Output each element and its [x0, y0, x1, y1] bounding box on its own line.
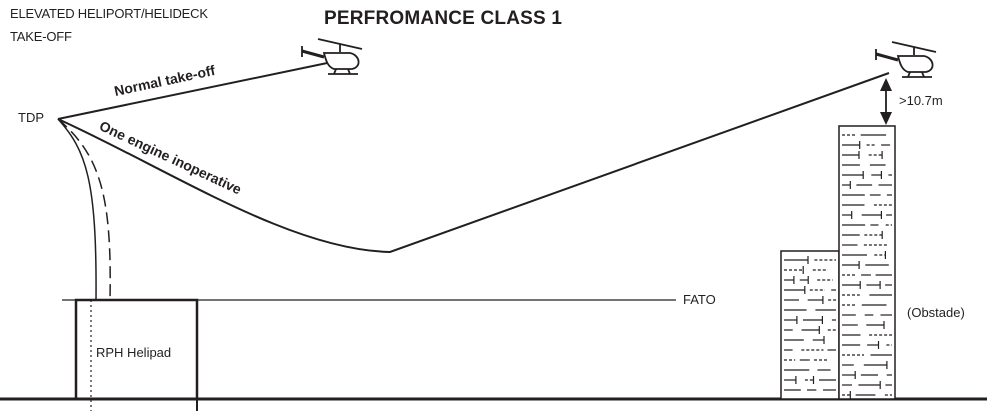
normal-takeoff-path: [57, 61, 333, 120]
obstacle-building: [780, 125, 896, 400]
oei-flight-path: [57, 72, 890, 254]
header-line1: ELEVATED HELIPORT/HELIDECK: [10, 6, 208, 21]
clearance-label: >10.7m: [899, 93, 943, 108]
tdp-label: TDP: [18, 110, 44, 125]
helicopter-icon: [875, 41, 937, 78]
helipad-label: RPH Helipad: [96, 345, 172, 360]
rejected-takeoff-path-dashed: [57, 118, 111, 301]
header-line2: TAKE-OFF: [10, 29, 72, 44]
obstacle-label: (Obstade): [907, 305, 965, 320]
rejected-takeoff-path: [57, 118, 97, 301]
fato-label: FATO: [683, 292, 716, 307]
clearance-arrow-icon: [880, 78, 892, 125]
helipad-structure: [74, 298, 199, 401]
diagram-title: PERFROMANCE CLASS 1: [324, 8, 563, 29]
helicopter-icon: [301, 38, 363, 75]
